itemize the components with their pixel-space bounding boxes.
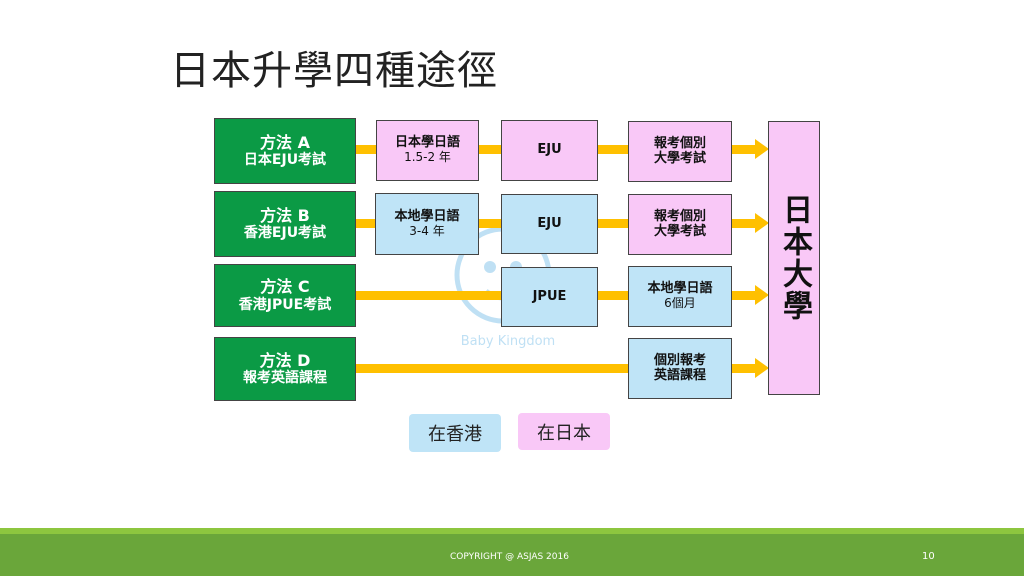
method-a-name: 方法 A: [260, 132, 310, 152]
row-a-apply-line2: 大學考試: [653, 150, 706, 166]
page-title: 日本升學四種途徑: [170, 48, 498, 94]
row-a-exam-box: EJU: [501, 120, 598, 181]
method-a-desc: 日本EJU考試: [243, 152, 327, 169]
row-a-study-line1: 日本學日語: [394, 135, 460, 151]
destination-label: 日本大學: [777, 194, 812, 322]
footer-bar: [0, 534, 1024, 576]
footer-stripe: [0, 528, 1024, 534]
row-d-apply-line2: 英語課程: [653, 367, 706, 383]
row-b-study-line2: 3-4 年: [409, 223, 445, 238]
row-a-study-box: 日本學日語 1.5-2 年: [376, 120, 479, 181]
row-c-study-line1: 本地學日語: [647, 281, 713, 297]
row-b-apply-line1: 報考個別: [653, 208, 706, 224]
row-b-apply-line2: 大學考試: [653, 223, 706, 239]
row-a-apply-box: 報考個別 大學考試: [628, 121, 732, 182]
row-a-study-line2: 1.5-2 年: [404, 150, 451, 165]
arrowhead-row-c: [755, 285, 769, 305]
row-b-apply-box: 報考個別 大學考試: [628, 194, 732, 255]
row-b-study-box: 本地學日語 3-4 年: [375, 193, 479, 255]
row-b-exam-label: EJU: [537, 215, 562, 231]
arrow-row-d: [356, 364, 756, 373]
method-a-box: 方法 A 日本EJU考試: [214, 118, 356, 184]
row-b-exam-box: EJU: [501, 194, 598, 254]
method-d-box: 方法 D 報考英語課程: [214, 337, 356, 401]
row-d-apply-box: 個別報考 英語課程: [628, 338, 732, 399]
legend-japan: 在日本: [518, 413, 610, 450]
row-b-study-line1: 本地學日語: [394, 208, 460, 224]
destination-japan-university-box: 日本大學: [768, 121, 820, 395]
legend-hongkong: 在香港: [409, 414, 501, 452]
row-c-study-box: 本地學日語 6個月: [628, 266, 732, 327]
method-c-box: 方法 C 香港JPUE考試: [214, 264, 356, 327]
row-d-apply-line1: 個別報考: [653, 352, 706, 368]
arrowhead-row-a: [755, 139, 769, 159]
watermark-text: Baby Kingdom: [461, 334, 555, 349]
method-d-desc: 報考英語課程: [243, 370, 327, 387]
method-b-name: 方法 B: [260, 205, 310, 225]
method-b-box: 方法 B 香港EJU考試: [214, 191, 356, 257]
row-c-exam-box: JPUE: [501, 267, 598, 327]
row-c-study-line2: 6個月: [664, 296, 696, 311]
row-a-exam-label: EJU: [537, 142, 562, 158]
footer-copyright: COPYRIGHT @ ASJAS 2016: [450, 552, 569, 562]
method-d-name: 方法 D: [259, 350, 311, 370]
method-b-desc: 香港EJU考試: [243, 225, 327, 242]
page-number: 10: [922, 551, 935, 562]
row-c-exam-label: JPUE: [532, 288, 567, 304]
method-c-desc: 香港JPUE考試: [238, 296, 332, 313]
method-c-name: 方法 C: [260, 277, 310, 297]
row-a-apply-line1: 報考個別: [653, 135, 706, 151]
arrowhead-row-b: [755, 213, 769, 233]
arrowhead-row-d: [755, 358, 769, 378]
